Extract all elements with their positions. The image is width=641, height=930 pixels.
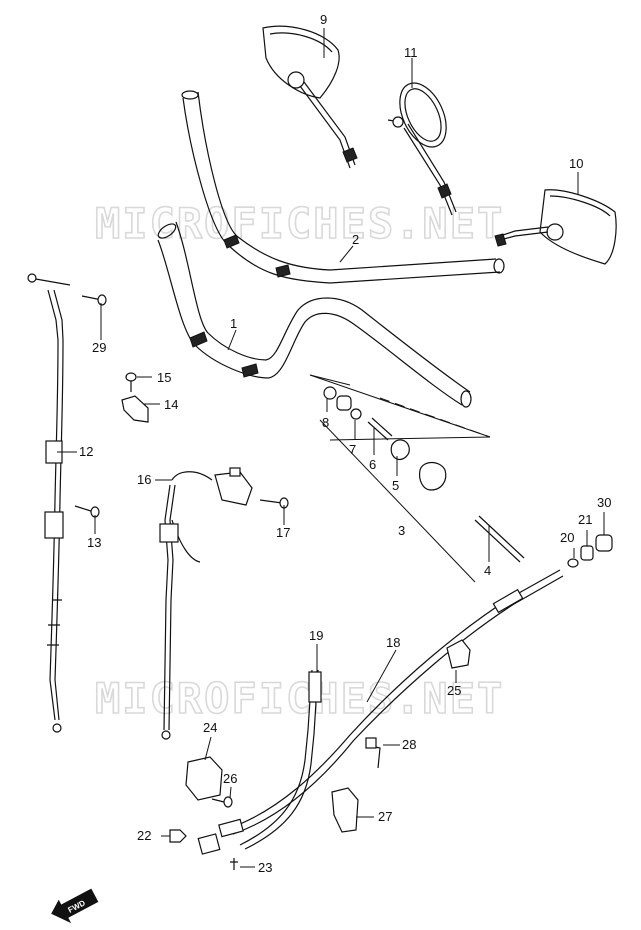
fwd-arrow-icon: FWD [51,888,99,924]
callout-21: 21 [578,512,592,527]
callout-18: 18 [386,635,400,650]
handlebar-clamp-group [309,374,525,563]
callout-14: 14 [164,397,178,412]
callout-26: 26 [223,771,237,786]
callout-12: 12 [79,444,93,459]
switch-harness [159,467,289,740]
callout-29: 29 [92,340,106,355]
leader-lines [57,28,605,868]
callout-13: 13 [87,535,101,550]
watermark-top: MICROFICHES.NET [95,199,504,248]
callout-10: 10 [569,156,583,171]
callout-6: 6 [369,457,376,472]
callout-23: 23 [258,860,272,875]
lower-small-parts [169,639,471,870]
callout-30: 30 [597,495,611,510]
screw-15 [125,372,137,392]
callout-labels: 9 11 10 2 1 8 7 6 5 3 4 29 15 14 12 13 1… [79,12,611,875]
mirror-left [262,25,358,169]
watermark-bottom: MICROFICHES.NET [95,674,504,723]
callout-27: 27 [378,809,392,824]
callout-3: 3 [398,523,405,538]
callout-11: 11 [404,45,418,60]
callout-4: 4 [484,563,491,578]
callout-7: 7 [349,442,356,457]
callout-9: 9 [320,12,327,27]
handlebar-upper [181,90,505,284]
callout-5: 5 [392,478,399,493]
clip-14 [121,395,149,423]
callout-15: 15 [157,370,171,385]
callout-25: 25 [447,683,461,698]
callout-8: 8 [322,415,329,430]
bolt-29 [81,294,107,306]
handlebar-lower [157,221,472,408]
callout-1: 1 [230,316,237,331]
mirror-right-round [387,82,457,216]
callout-28: 28 [402,737,416,752]
callout-2: 2 [352,232,359,247]
clutch-cable [27,273,71,733]
callout-24: 24 [203,720,217,735]
bolt-13 [74,505,100,518]
mirror-right-square [494,189,617,265]
callout-22: 22 [137,828,151,843]
callout-19: 19 [309,628,323,643]
throttle-cables [197,569,564,855]
callout-16: 16 [137,472,151,487]
cable-ends [567,534,613,568]
callout-17: 17 [276,525,290,540]
callout-20: 20 [560,530,574,545]
